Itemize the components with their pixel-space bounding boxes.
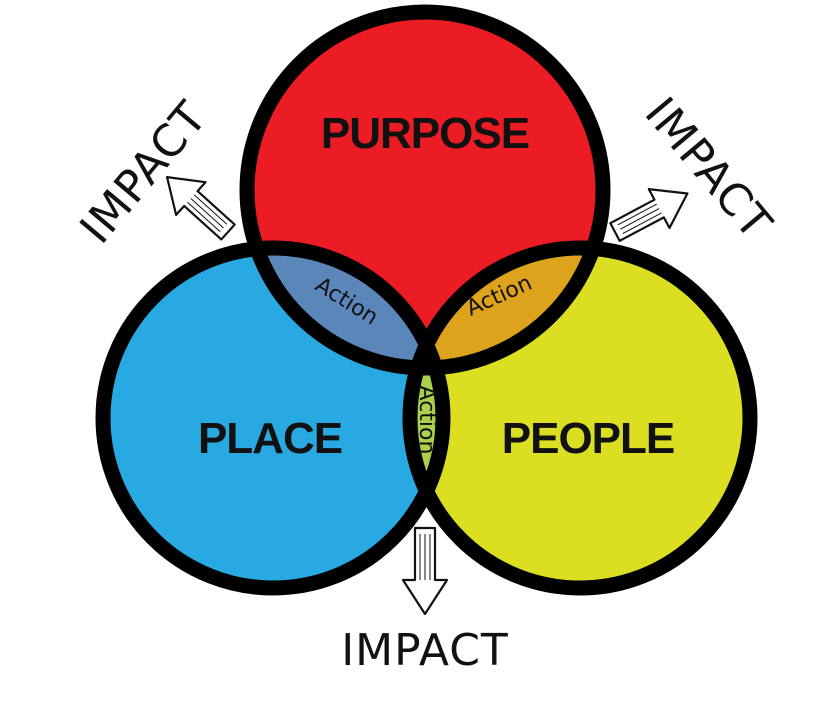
impact-label-top-right: IMPACT	[635, 88, 782, 249]
impact-label-top-left: IMPACT	[70, 92, 217, 253]
impact-label-bottom: IMPACT	[341, 625, 509, 676]
place-circle-outline	[95, 240, 451, 596]
place-label: PLACE	[198, 414, 342, 463]
purpose-label: PURPOSE	[321, 109, 529, 158]
purpose-people-overlap	[410, 248, 603, 368]
impact-arrow-top-left-icon	[165, 176, 236, 241]
purpose-place-overlap	[247, 248, 443, 368]
impact-arrow-bottom-icon	[401, 526, 449, 616]
impact-arrow-top-right-icon	[609, 188, 689, 242]
people-circle-outline	[402, 240, 758, 596]
action-label-place-people: Action	[414, 386, 439, 455]
people-label: PEOPLE	[502, 414, 675, 463]
